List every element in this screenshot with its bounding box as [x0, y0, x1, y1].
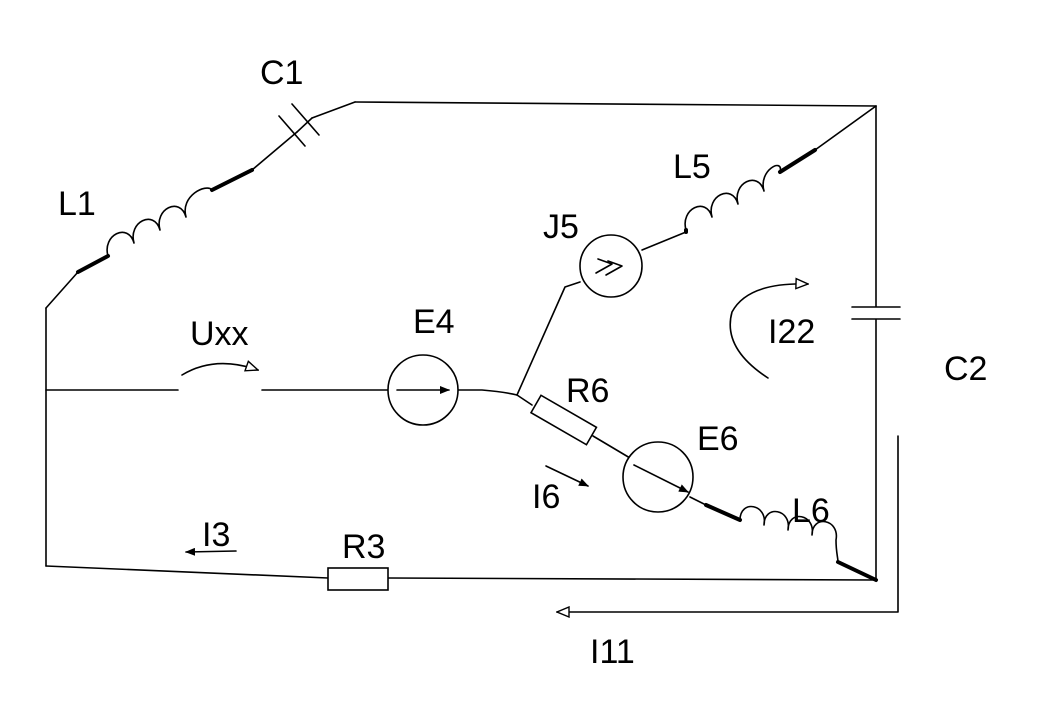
label-I3: I3 — [202, 516, 230, 554]
wire-L1-to-C1 — [251, 131, 298, 171]
label-C1: C1 — [260, 54, 303, 92]
current-I6-arrow — [545, 465, 589, 487]
wire-C1-to-top — [311, 101, 356, 119]
label-I11: I11 — [590, 633, 635, 671]
wire-top-right-to-L5 — [814, 105, 877, 151]
capacitor-C1 — [278, 103, 320, 147]
inductor-L1 — [76, 168, 254, 274]
label-E6: E6 — [697, 420, 739, 458]
wire-node-to-R6 — [516, 394, 533, 406]
label-I6: I6 — [532, 478, 560, 516]
wire-E6-to-L6 — [689, 496, 707, 506]
resistor-R6 — [529, 394, 598, 446]
resistor-R3 — [327, 567, 389, 591]
label-I22: I22 — [768, 313, 815, 351]
label-L6: L6 — [792, 492, 830, 530]
capacitor-C2 — [851, 306, 901, 320]
wire-top — [354, 101, 877, 107]
inductor-L5 — [684, 148, 817, 234]
wire-left-to-L1 — [45, 271, 79, 309]
current-source-J5 — [579, 234, 643, 298]
label-E4: E4 — [413, 303, 455, 341]
loop-current-I11-arrow — [557, 435, 899, 612]
wire-J5-to-node — [516, 281, 581, 396]
voltage-source-E6 — [622, 441, 694, 513]
inductor-L6 — [704, 503, 878, 582]
label-R6: R6 — [566, 372, 609, 410]
label-L1: L1 — [58, 185, 96, 223]
uxx-arrow — [181, 364, 258, 376]
label-Uxx: Uxx — [190, 315, 249, 353]
wires — [45, 101, 877, 581]
wire-R6-to-E6 — [592, 435, 631, 459]
label-J5: J5 — [543, 208, 579, 246]
wire-bottom-left — [45, 565, 329, 579]
current-I3-arrow — [185, 547, 237, 556]
loop-current-I22-arrow — [729, 284, 808, 379]
voltage-source-E4 — [387, 354, 459, 426]
label-L5: L5 — [673, 148, 711, 186]
wire-bottom-right — [387, 577, 877, 581]
wire-L5-to-J5 — [641, 231, 687, 251]
label-R3: R3 — [342, 528, 385, 566]
wire-E4-to-node — [457, 389, 518, 396]
label-C2: C2 — [944, 350, 987, 388]
